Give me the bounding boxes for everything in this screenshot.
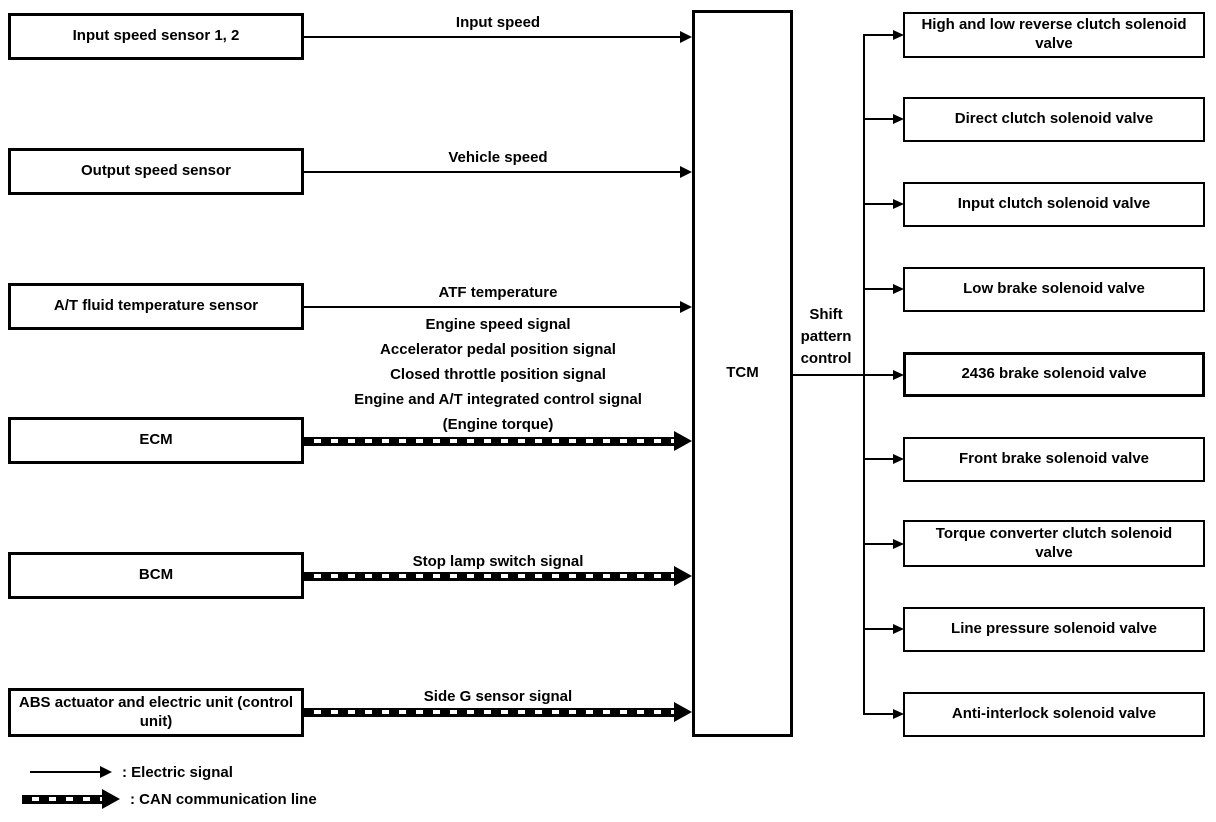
output-connector	[863, 543, 895, 545]
source-box-abs-actuator: ABS actuator and electric unit (control …	[8, 688, 304, 737]
valve-label: 2436 brake solenoid valve	[961, 365, 1147, 383]
signal-label-stop-lamp: Stop lamp switch signal	[412, 553, 584, 570]
signal-label-vehicle-speed: Vehicle speed	[448, 149, 548, 166]
arrowhead-icon	[893, 370, 904, 380]
tcm-output-line	[793, 374, 895, 376]
valve-label: Input clutch solenoid valve	[957, 195, 1151, 213]
can-arrowhead-icon	[674, 431, 692, 451]
output-connector	[863, 628, 895, 630]
source-box-input-speed-sensor: Input speed sensor 1, 2	[8, 13, 304, 60]
source-label: A/T fluid temperature sensor	[53, 297, 259, 315]
output-connector	[863, 203, 895, 205]
valve-label: Direct clutch solenoid valve	[954, 110, 1154, 128]
can-line-abs	[304, 708, 676, 717]
arrowhead-icon	[680, 31, 692, 43]
valve-box-front-brake: Front brake solenoid valve	[903, 437, 1205, 482]
legend-electric-label: : Electric signal	[122, 764, 233, 781]
tcm-label: TCM	[726, 364, 759, 382]
legend-electric-line	[30, 771, 102, 773]
signal-label-input-speed: Input speed	[455, 14, 541, 31]
electric-line-input-speed	[304, 36, 682, 38]
valve-label: Torque converter clutch solenoid valve	[935, 524, 1173, 561]
arrowhead-icon	[680, 166, 692, 178]
valve-box-line-pressure: Line pressure solenoid valve	[903, 607, 1205, 652]
arrowhead-icon	[893, 539, 904, 549]
output-connector	[863, 713, 895, 715]
source-label: ABS actuator and electric unit (control …	[18, 693, 294, 730]
source-label: Input speed sensor 1, 2	[72, 27, 240, 45]
valve-label: Line pressure solenoid valve	[951, 620, 1157, 638]
signal-label-closed-throttle: Closed throttle position signal	[390, 366, 606, 383]
valve-label: Anti-interlock solenoid valve	[951, 705, 1157, 723]
arrowhead-icon	[893, 284, 904, 294]
source-label: Output speed sensor	[80, 162, 232, 180]
valve-box-anti-interlock: Anti-interlock solenoid valve	[903, 692, 1205, 737]
source-box-output-speed-sensor: Output speed sensor	[8, 148, 304, 195]
signal-label-ecm-group: Engine speed signal Accelerator pedal po…	[292, 312, 704, 437]
valve-box-high-low-reverse-clutch: High and low reverse clutch solenoid val…	[903, 12, 1205, 58]
arrowhead-icon	[680, 301, 692, 313]
can-arrowhead-icon	[674, 702, 692, 722]
arrowhead-icon	[893, 454, 904, 464]
arrowhead-icon	[893, 30, 904, 40]
signal-label-engine-torque: (Engine torque)	[442, 416, 554, 433]
output-connector	[863, 34, 895, 36]
valve-label: Front brake solenoid valve	[958, 450, 1150, 468]
arrowhead-icon	[893, 199, 904, 209]
shift-pattern-line2: pattern	[800, 328, 852, 345]
signal-label-side-g-sensor: Side G sensor signal	[423, 688, 573, 705]
can-line-bcm	[304, 572, 676, 581]
valve-box-2436-brake: 2436 brake solenoid valve	[903, 352, 1205, 397]
valve-box-torque-converter-clutch: Torque converter clutch solenoid valve	[903, 520, 1205, 567]
signal-label-atf-temperature: ATF temperature	[438, 284, 558, 301]
source-box-ecm: ECM	[8, 417, 304, 464]
valve-box-low-brake: Low brake solenoid valve	[903, 267, 1205, 312]
legend-can-line	[22, 795, 104, 804]
shift-pattern-line3: control	[800, 350, 852, 367]
shift-pattern-line1: Shift	[809, 306, 843, 323]
signal-label-integrated-control: Engine and A/T integrated control signal	[354, 391, 642, 408]
output-connector	[863, 118, 895, 120]
arrowhead-icon	[893, 709, 904, 719]
can-line-ecm	[304, 437, 676, 446]
arrowhead-icon	[893, 114, 904, 124]
valve-box-input-clutch: Input clutch solenoid valve	[903, 182, 1205, 227]
source-box-at-fluid-temp-sensor: A/T fluid temperature sensor	[8, 283, 304, 330]
legend-electric-arrowhead-icon	[100, 766, 112, 778]
valve-label: Low brake solenoid valve	[963, 280, 1145, 298]
valve-box-direct-clutch: Direct clutch solenoid valve	[903, 97, 1205, 142]
output-trunk-line	[863, 34, 865, 715]
valve-label: High and low reverse clutch solenoid val…	[921, 16, 1187, 52]
arrowhead-icon	[893, 624, 904, 634]
signal-label-accel-pedal: Accelerator pedal position signal	[380, 341, 616, 358]
legend-can-label: : CAN communication line	[130, 791, 317, 808]
can-arrowhead-icon	[674, 566, 692, 586]
legend-can-arrowhead-icon	[102, 789, 120, 809]
electric-line-atf-temperature	[304, 306, 682, 308]
signal-label-engine-speed: Engine speed signal	[425, 316, 571, 333]
shift-pattern-control-label: Shift pattern control	[791, 304, 861, 370]
output-connector	[863, 288, 895, 290]
source-box-bcm: BCM	[8, 552, 304, 599]
output-connector	[863, 458, 895, 460]
tcm-box: TCM	[692, 10, 793, 737]
source-label: ECM	[139, 431, 173, 449]
source-label: BCM	[138, 566, 174, 584]
electric-line-vehicle-speed	[304, 171, 682, 173]
